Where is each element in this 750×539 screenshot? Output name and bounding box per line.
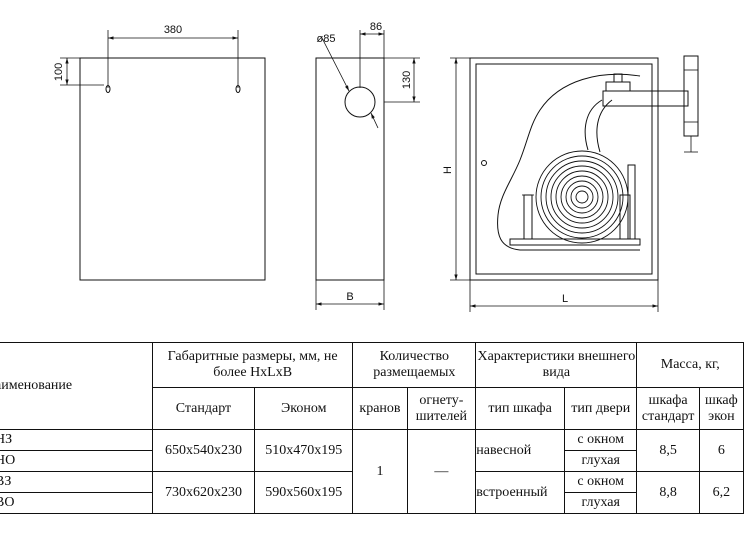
side-view — [315, 30, 420, 310]
row-name-no: НО — [0, 450, 153, 472]
cabinet-view — [450, 55, 699, 312]
door-type-2: глухая — [563, 450, 638, 472]
technical-drawing: 380 100 ø85 86 130 B H L — [53, 21, 699, 312]
cabinet-type-1: навесной — [475, 429, 565, 472]
header-quantity: Количество размещаемых — [352, 342, 477, 388]
dim-380: 380 — [164, 24, 182, 36]
row-name-vz: ВЗ — [0, 471, 153, 493]
dims-standard-1: 650х540х230 — [151, 429, 256, 472]
door-type-3: с окном — [563, 471, 638, 493]
row-name-vo: ВО — [0, 492, 153, 514]
spec-table: аименование Габаритные размеры, мм, не б… — [0, 342, 745, 514]
front-view — [60, 30, 266, 281]
header-valves: кранов — [352, 387, 408, 430]
dim-130: 130 — [401, 71, 413, 89]
header-econom: Эконом — [254, 387, 354, 430]
dim-h: H — [442, 166, 454, 174]
dim-b: B — [346, 291, 353, 303]
header-name: аименование — [0, 342, 153, 430]
valves-count: 1 — [352, 429, 408, 514]
dims-econom-1: 510х470х195 — [254, 429, 354, 472]
door-type-4: глухая — [563, 492, 638, 514]
cabinet-type-2: встроенный — [475, 471, 565, 514]
door-type-1: с окном — [563, 429, 638, 451]
dim-100: 100 — [53, 63, 65, 81]
mass-standard-2: 8,8 — [636, 471, 700, 514]
dim-86: 86 — [370, 21, 382, 33]
header-cabinet-type: тип шкафа — [475, 387, 565, 430]
extinguishers-count: — — [406, 429, 477, 514]
header-appearance: Характеристики внешнего вида — [475, 342, 638, 388]
mass-standard-1: 8,5 — [636, 429, 700, 472]
dim-l: L — [562, 293, 568, 305]
mass-econom-1: 6 — [698, 429, 745, 472]
mass-econom-2: 6,2 — [698, 471, 745, 514]
header-mass: Масса, кг, — [636, 342, 744, 388]
hose-reel — [535, 150, 629, 244]
dims-standard-2: 730х620х230 — [151, 471, 256, 514]
header-extinguishers: огнету-шителей — [406, 387, 477, 430]
header-door-type: тип двери — [563, 387, 638, 430]
header-standard: Стандарт — [151, 387, 256, 430]
row-name-nz: НЗ — [0, 429, 153, 451]
header-overall-dims: Габаритные размеры, мм, не более НхLхВ — [151, 342, 354, 388]
dims-econom-2: 590х560х195 — [254, 471, 354, 514]
dim-diameter-85: ø85 — [317, 33, 336, 45]
